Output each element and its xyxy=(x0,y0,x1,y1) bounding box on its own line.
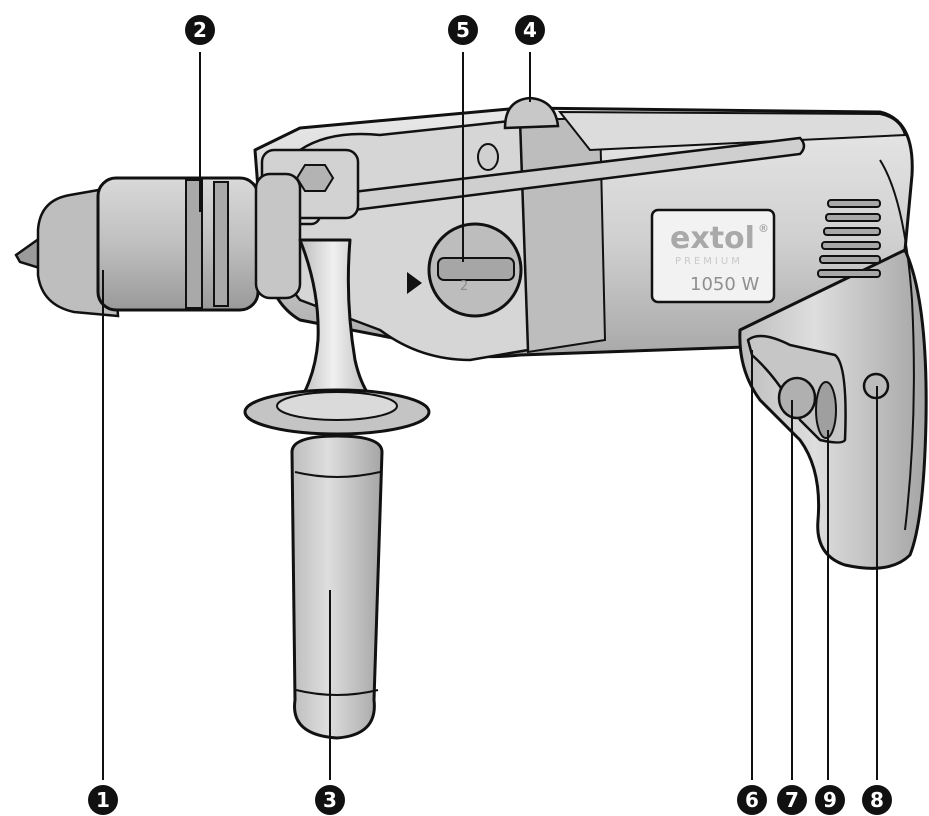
chuck-ring-1 xyxy=(185,179,203,309)
brand-line: PREMIUM xyxy=(675,256,743,267)
clamp-hex xyxy=(295,164,335,192)
svg-text:1: 1 xyxy=(96,788,110,812)
callouts: 1 2 3 4 5 6 7 9 xyxy=(88,15,892,815)
grip-back-strip xyxy=(879,159,915,531)
handle-grip-band xyxy=(294,471,381,478)
speed-wheel[interactable] xyxy=(815,381,837,439)
svg-text:5: 5 xyxy=(456,18,470,42)
callout-7: 7 xyxy=(777,785,807,815)
handle-grip-end xyxy=(295,689,379,696)
body-band xyxy=(518,116,607,354)
model-power: 1050 W xyxy=(690,274,760,295)
chuck xyxy=(14,172,302,318)
svg-text:9: 9 xyxy=(823,788,837,812)
auxiliary-handle xyxy=(243,238,431,740)
vent-slots xyxy=(817,199,881,278)
svg-text:4: 4 xyxy=(523,18,537,42)
chuck-ring-2 xyxy=(213,181,229,307)
callout-5: 5 xyxy=(448,15,478,45)
svg-text:8: 8 xyxy=(870,788,884,812)
reverse-switch[interactable] xyxy=(777,376,817,420)
callout-1: 1 xyxy=(88,785,118,815)
rod-rear xyxy=(318,136,806,216)
svg-text:6: 6 xyxy=(745,788,759,812)
handle-guard-top xyxy=(276,391,398,421)
callout-2: 2 xyxy=(185,15,215,45)
callout-9: 9 xyxy=(815,785,845,815)
chuck-sleeve[interactable] xyxy=(96,176,260,312)
top-ring xyxy=(477,143,499,171)
svg-text:3: 3 xyxy=(323,788,337,812)
handle-grip[interactable] xyxy=(290,434,384,740)
callout-6: 6 xyxy=(737,785,767,815)
brand-name: extol xyxy=(670,221,755,256)
svg-text:2: 2 xyxy=(193,18,207,42)
callout-4: 4 xyxy=(515,15,545,45)
chuck-collar xyxy=(254,172,302,300)
registered-mark: ® xyxy=(758,222,769,235)
callout-8: 8 xyxy=(862,785,892,815)
callout-3: 3 xyxy=(315,785,345,815)
hammer-switch[interactable] xyxy=(503,96,560,130)
dial-grip xyxy=(437,257,515,281)
svg-text:7: 7 xyxy=(785,788,799,812)
brand-label-panel: extol ® PREMIUM 1050 W xyxy=(650,208,776,304)
top-ridge xyxy=(557,110,907,152)
dial-arrow xyxy=(407,272,422,294)
leader-lines xyxy=(102,52,878,780)
label-plate xyxy=(650,208,776,304)
dial-number: 2 xyxy=(460,279,468,294)
trigger-assembly xyxy=(746,334,890,444)
